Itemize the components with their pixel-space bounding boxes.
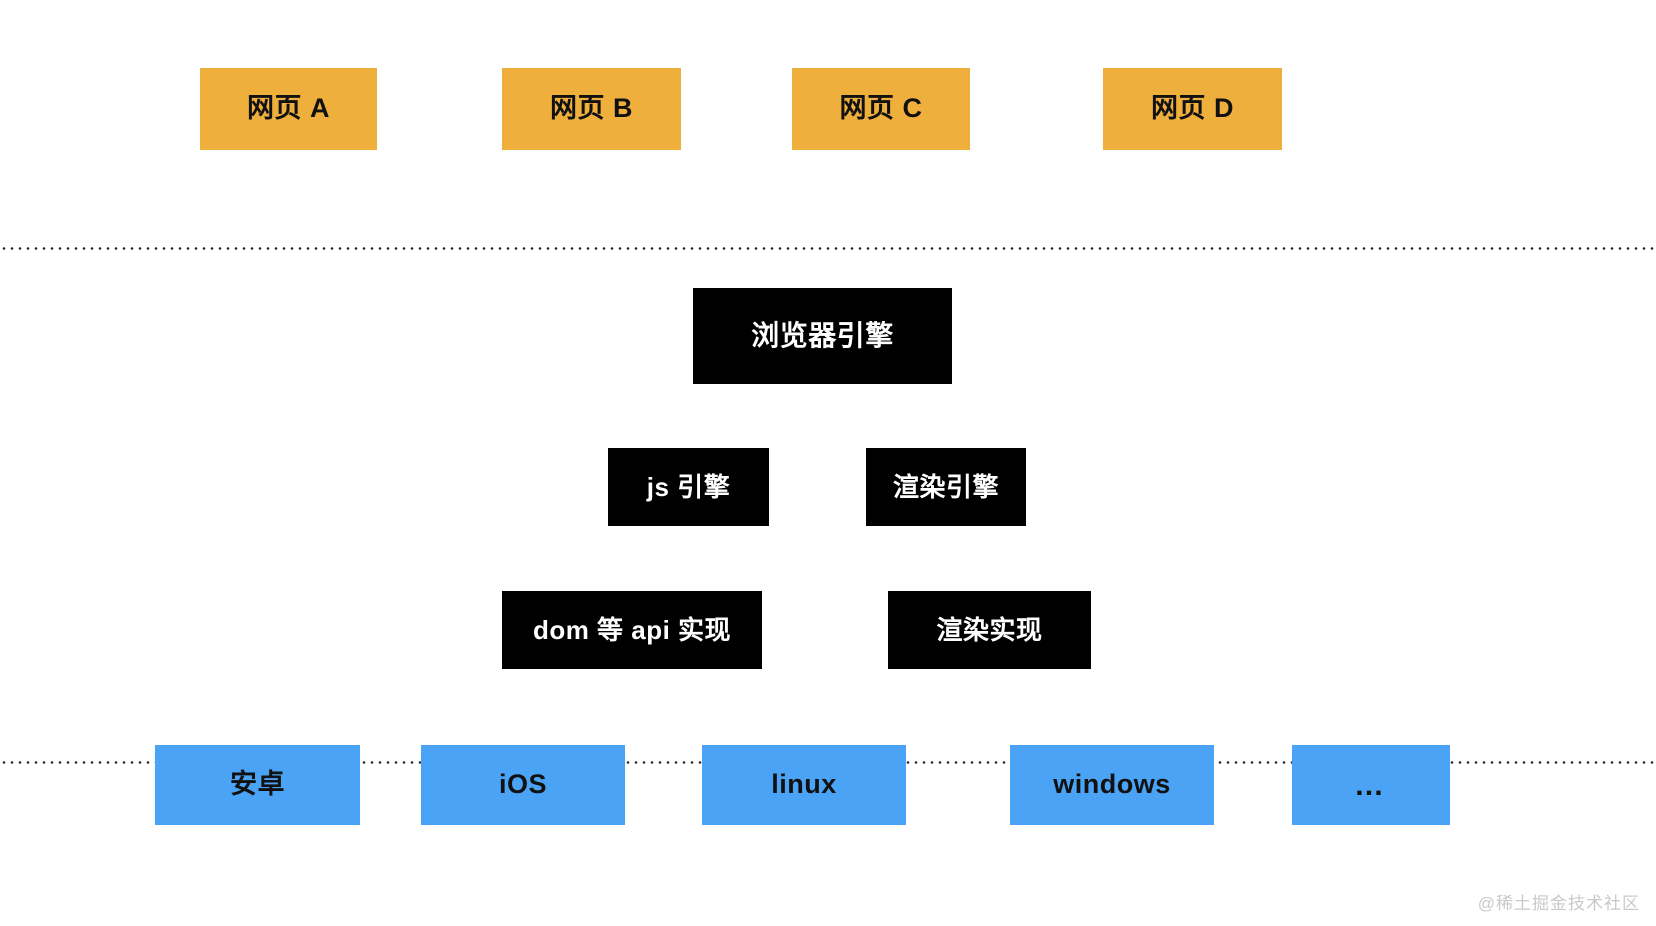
web-page-label-c: 网页 C xyxy=(839,93,923,124)
divider-pages-engines xyxy=(0,247,1656,250)
dom-api-impl-label: dom 等 api 实现 xyxy=(532,614,732,645)
os-node-more: … xyxy=(1292,745,1450,825)
os-node-android: 安卓 xyxy=(155,745,360,825)
os-label-linux: linux xyxy=(771,769,837,800)
web-page-node-a: 网页 A xyxy=(200,68,377,150)
js-engine-label: js 引擎 xyxy=(646,471,731,502)
web-page-label-a: 网页 A xyxy=(247,93,330,124)
render-engine-label: 渲染引擎 xyxy=(892,471,999,502)
render-impl-node: 渲染实现 xyxy=(888,591,1091,669)
os-label-windows: windows xyxy=(1053,769,1171,800)
web-page-label-b: 网页 B xyxy=(550,93,633,124)
dom-api-impl-node: dom 等 api 实现 xyxy=(502,591,762,669)
os-node-linux: linux xyxy=(702,745,906,825)
os-label-more: … xyxy=(1354,768,1388,802)
web-page-node-d: 网页 D xyxy=(1103,68,1282,150)
render-engine-node: 渲染引擎 xyxy=(866,448,1026,526)
os-node-ios: iOS xyxy=(421,745,625,825)
os-node-windows: windows xyxy=(1010,745,1214,825)
js-engine-node: js 引擎 xyxy=(608,448,769,526)
os-label-ios: iOS xyxy=(498,769,547,800)
web-page-node-c: 网页 C xyxy=(792,68,970,150)
render-impl-label: 渲染实现 xyxy=(936,614,1043,645)
os-label-android: 安卓 xyxy=(230,769,285,800)
browser-engine-label: 浏览器引擎 xyxy=(751,319,894,351)
browser-engine-node: 浏览器引擎 xyxy=(693,288,952,384)
web-page-label-d: 网页 D xyxy=(1151,93,1234,124)
web-page-node-b: 网页 B xyxy=(502,68,681,150)
watermark: @稀土掘金技术社区 xyxy=(1477,894,1640,913)
